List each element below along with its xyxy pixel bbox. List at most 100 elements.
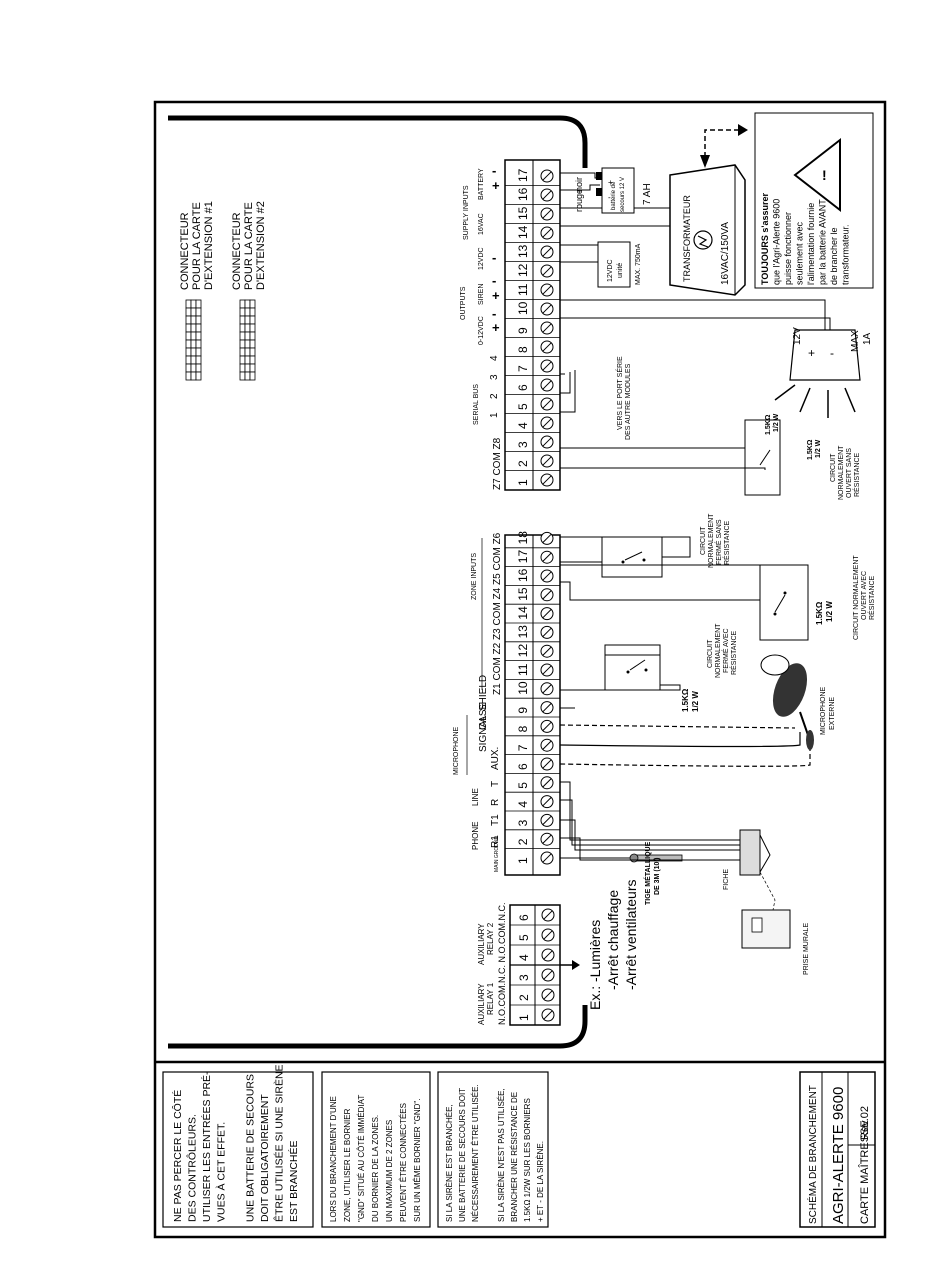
screw-terminal-icon — [540, 851, 554, 865]
warning-line: l'alimentation fournie — [806, 203, 816, 285]
wire-rouge: rouge — [574, 189, 584, 212]
nf-nores-1: CIRCUIT — [700, 526, 707, 555]
nf-nores-2: NORMALEMENT — [708, 513, 715, 568]
revision: Rev.02 — [859, 1106, 871, 1140]
polarity-sign: - — [492, 250, 496, 265]
zone-circuit-nf-nores: CIRCUIT NORMALEMENT FERMÉ SANS RÉSISTANC… — [560, 513, 731, 578]
supply-16vac: 16VAC — [478, 213, 485, 235]
warning-line: de brancher le — [829, 227, 839, 285]
transformer: TRANSFORMATEUR 16VAC/150VA — [560, 124, 748, 296]
nf-res-1: CIRCUIT — [707, 639, 714, 668]
relay-terminal-number: 4 — [517, 954, 531, 961]
screw-terminal-icon — [540, 663, 554, 677]
outer-frame — [153, 100, 887, 1239]
relay-contacts: N.O.COM.N.C. N.O.COM.N.C. — [497, 903, 507, 1026]
main-terminal-number: 12 — [516, 644, 530, 658]
siren-minus: - — [830, 346, 834, 360]
screw-terminal-icon — [540, 569, 554, 583]
ext2-line-2: POUR LA CARTE — [243, 202, 255, 290]
rod-label-1: TIGE MÉTALLIQUE — [643, 841, 652, 905]
screw-terminal-icon — [540, 207, 554, 221]
relay-terminal-number: 6 — [517, 914, 531, 921]
no-nores-res-power: 1/2 W — [815, 439, 822, 458]
main-terminal-number: 4 — [516, 801, 530, 808]
battery: + - batterie de secours 12 V 7 AH noir r… — [560, 167, 653, 214]
nf-nores-4: RÉSISTANCE — [722, 520, 731, 565]
ext1-line-2: POUR LA CARTE — [191, 202, 203, 290]
plug-label: FICHE — [723, 869, 730, 890]
relay-terminal-number: 1 — [517, 1014, 531, 1021]
siren-plus: + — [808, 346, 815, 360]
note3-line: BRANCHER UNE RÉSISTANCE DE — [510, 1092, 519, 1222]
note2-line: ZONE, UTILISER LE BORNIER — [343, 1108, 352, 1222]
warning-line: seulement avec — [795, 221, 805, 285]
screw-terminal-icon — [540, 188, 554, 202]
screw-terminal-icon — [540, 340, 554, 354]
serial-pin-3: 3 — [489, 374, 500, 380]
note2-line: DU BORNIER DE LA ZONES. — [371, 1115, 380, 1222]
connector-1-icon — [185, 299, 202, 381]
main-terminal-number: 16 — [516, 568, 530, 582]
note1-line: DES CONTRÔLEURS. — [186, 1114, 199, 1222]
output-siren: SIREN — [478, 284, 485, 305]
screw-terminal-icon — [540, 795, 554, 809]
connector-2-icon — [239, 299, 256, 381]
block2-terminal-number: 13 — [516, 244, 530, 258]
siren-max-2: 1A — [862, 332, 873, 345]
pin-t1: T1 — [490, 814, 501, 826]
screw-terminal-icon — [540, 302, 554, 316]
transformer-label: TRANSFORMATEUR — [682, 195, 692, 282]
note-box-3: SI LA SIRÈNE EST BRANCHÉE,UNE BATTERIE D… — [445, 1084, 545, 1222]
relay2-label-a: AUXILIARY — [477, 923, 486, 965]
note1-line: UNE BATTERIE DE SECOURS — [245, 1074, 257, 1222]
block2-terminal-number: 9 — [516, 327, 530, 334]
ext2-line-1: CONNECTEUR — [231, 212, 243, 290]
no-res-value: 1.5KΩ — [815, 601, 824, 625]
main-terminal-number: 17 — [516, 550, 530, 564]
serial-wires: VERS LE PORT SÉRIE DES AUTRE MODULES — [560, 356, 632, 440]
relay2-label-b: RELAY 2 — [486, 922, 495, 955]
pin-r1: R1 — [490, 835, 501, 848]
polarity-sign: - — [492, 306, 496, 321]
no-nores-2: NORMALEMENT — [838, 445, 845, 500]
screw-terminal-icon — [540, 378, 554, 392]
battery-minus: - — [608, 193, 611, 202]
screw-terminal-icon — [540, 283, 554, 297]
main-terminal-number: 18 — [516, 531, 530, 545]
output-12vdc: 12VDC — [478, 247, 485, 270]
unit-12v-3: MAX. 750mA — [635, 243, 642, 285]
no-res-2: OUVERT AVEC — [861, 571, 868, 620]
warning-line: TOUJOURS s'assurer — [760, 192, 770, 285]
siren: + - 12V MAX 1A — [560, 299, 873, 418]
block2-terminal-number: 7 — [516, 365, 530, 372]
battery-plus: + — [608, 178, 613, 187]
no-res-3: RÉSISTANCE — [867, 575, 876, 620]
polarity-sign: + — [492, 178, 500, 193]
main-terminal-number: 13 — [516, 625, 530, 639]
screw-terminal-icon — [540, 776, 554, 790]
serial-note-1: VERS LE PORT SÉRIE — [615, 356, 624, 430]
shield-label: SHIELD — [478, 675, 489, 711]
main-ground-label: MAIN GROUND — [494, 836, 500, 873]
screw-terminal-icon — [540, 435, 554, 449]
dc-unit: 12VDC unité MAX. 750mA — [560, 241, 642, 288]
main-terminal-number: 6 — [516, 763, 530, 770]
case-label: CASE — [478, 702, 489, 730]
block2-terminal-number: 2 — [516, 460, 530, 467]
battery-label-2: secours 12 V — [620, 177, 626, 212]
note2-line: UN MAXIMUM DE 2 ZONES — [385, 1120, 394, 1222]
rod-label-2: DE 3M (10') — [654, 858, 661, 895]
screw-terminal-icon — [540, 701, 554, 715]
note2-line: PEUVENT ÊTRE CONNECTÉES — [399, 1103, 408, 1222]
relay-terminal-number: 3 — [517, 974, 531, 981]
polarity-sign: + — [492, 288, 500, 303]
screw-terminal-icon — [541, 968, 555, 982]
title-block: SCHÉMA DE BRANCHEMENT AGRI-ALERTE 9600 C… — [799, 1071, 876, 1228]
serial-pin-1: 1 — [489, 412, 500, 418]
